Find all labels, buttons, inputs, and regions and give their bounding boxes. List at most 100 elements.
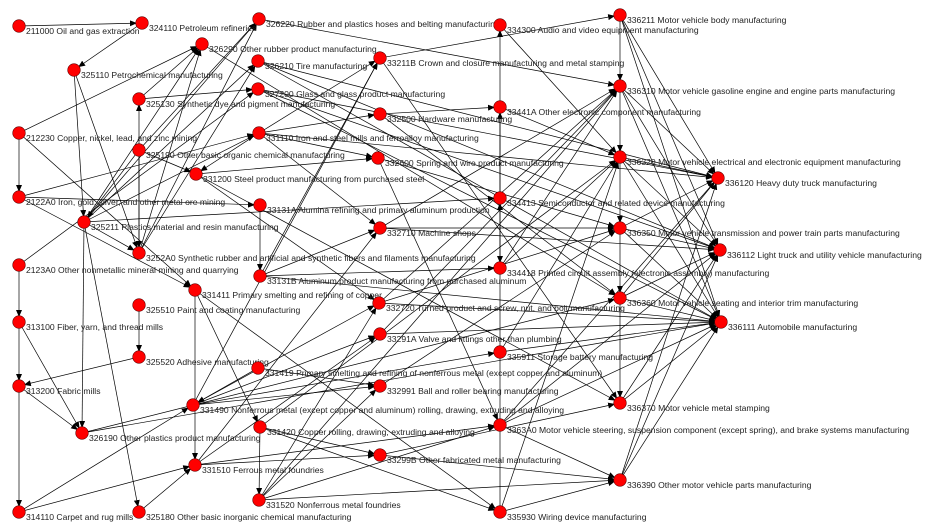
node-33211B[interactable]: 33211B Crown and closure manufacturing a… [373,51,625,68]
node-331490[interactable]: 331490 Nonferrous metal (except copper a… [186,398,565,415]
node-marker[interactable] [189,167,203,181]
node-marker[interactable] [373,107,387,121]
node-336112[interactable]: 336112 Light truck and utility vehicle m… [713,243,922,260]
node-334300[interactable]: 334300 Audio and video equipment manufac… [493,18,699,35]
node-marker[interactable] [132,350,146,364]
node-marker[interactable] [613,291,627,305]
node-marker[interactable] [12,379,26,393]
node-334413[interactable]: 334413 Semiconductor and related device … [493,191,725,208]
node-marker[interactable] [12,258,26,272]
node-325510[interactable]: 325510 Paint and coating manufacturing [132,298,301,315]
node-326220[interactable]: 326220 Rubber and plastics hoses and bel… [252,12,500,29]
node-331420[interactable]: 331420 Copper rolling, drawing, extrudin… [253,420,475,437]
node-332710[interactable]: 332710 Machine shops [373,221,476,238]
node-marker[interactable] [67,63,81,77]
node-313200[interactable]: 313200 Fabric mills [12,379,101,396]
node-marker[interactable] [613,79,627,93]
node-marker[interactable] [493,345,507,359]
node-327200[interactable]: 327200 Glass and glass product manufactu… [251,82,446,99]
node-marker[interactable] [135,16,149,30]
node-marker[interactable] [188,458,202,472]
node-325520[interactable]: 325520 Adhesive manufacturing [132,350,269,367]
node-marker[interactable] [253,269,267,283]
node-marker[interactable] [132,505,146,519]
node-marker[interactable] [493,191,507,205]
node-331411[interactable]: 331411 Primary smelting and refining of … [188,283,382,300]
node-marker[interactable] [253,420,267,434]
node-33441A[interactable]: 33441A Other electronic component manufa… [493,100,701,117]
node-marker[interactable] [613,8,627,22]
node-2122A0[interactable]: 2122A0 Iron, gold, silver, and other met… [12,190,226,207]
node-marker[interactable] [493,18,507,32]
node-marker[interactable] [371,151,385,165]
node-marker[interactable] [12,19,26,33]
node-marker[interactable] [186,398,200,412]
node-331110[interactable]: 331110 Iron and steel mills and ferroall… [252,126,479,143]
node-marker[interactable] [188,283,202,297]
node-marker[interactable] [77,215,91,229]
node-marker[interactable] [12,505,26,519]
node-314110[interactable]: 314110 Carpet and rug mills [12,505,134,522]
node-325110[interactable]: 325110 Petrochemical manufacturing [67,63,223,80]
node-335911[interactable]: 335911 Storage battery manufacturing [493,345,654,362]
node-marker[interactable] [75,426,89,440]
node-336310[interactable]: 336310 Motor vehicle gasoline engine and… [613,79,896,96]
node-marker[interactable] [132,246,146,260]
node-marker[interactable] [613,150,627,164]
node-332600[interactable]: 332600 Spring and wire product manufactu… [371,151,564,168]
node-336360[interactable]: 336360 Motor vehicle seating and interio… [613,291,859,308]
node-marker[interactable] [252,12,266,26]
node-336350[interactable]: 336350 Motor vehicle transmission and po… [613,221,900,238]
node-marker[interactable] [373,379,387,393]
node-331419[interactable]: 331419 Primary smelting and refining of … [251,361,603,378]
node-marker[interactable] [132,143,146,157]
node-336390[interactable]: 336390 Other motor vehicle parts manufac… [613,473,812,490]
node-marker[interactable] [251,54,265,68]
node-marker[interactable] [132,298,146,312]
node-336120[interactable]: 336120 Heavy duty truck manufacturing [711,171,877,188]
node-33291A[interactable]: 33291A Valve and fittings other than plu… [373,327,562,344]
node-marker[interactable] [253,198,267,212]
node-marker[interactable] [12,190,26,204]
node-marker[interactable] [713,243,727,257]
node-324110[interactable]: 324110 Petroleum refineries [135,16,257,33]
node-212230[interactable]: 212230 Copper, nickel, lead, and zinc mi… [12,126,198,143]
node-33131B[interactable]: 33131B Aluminum product manufacturing fr… [253,269,527,286]
node-marker[interactable] [373,221,387,235]
node-marker[interactable] [493,418,507,432]
node-marker[interactable] [195,37,209,51]
node-336370[interactable]: 336370 Motor vehicle metal stamping [613,396,770,413]
node-211000[interactable]: 211000 Oil and gas extraction [12,19,140,36]
node-33131A[interactable]: 33131A Alumina refining and primary alum… [253,198,490,215]
node-326190[interactable]: 326190 Other plastics product manufactur… [75,426,261,443]
node-marker[interactable] [373,51,387,65]
node-3252A0[interactable]: 3252A0 Synthetic rubber and artificial a… [132,246,476,263]
node-marker[interactable] [252,126,266,140]
node-313100[interactable]: 313100 Fiber, yarn, and thread mills [12,315,163,332]
node-marker[interactable] [251,82,265,96]
node-335930[interactable]: 335930 Wiring device manufacturing [493,505,647,522]
node-marker[interactable] [252,493,266,507]
node-331520[interactable]: 331520 Nonferrous metal foundries [252,493,401,510]
node-marker[interactable] [711,171,725,185]
node-marker[interactable] [373,448,387,462]
node-marker[interactable] [493,505,507,519]
node-326290[interactable]: 326290 Other rubber product manufacturin… [195,37,377,54]
node-marker[interactable] [12,315,26,329]
node-332991[interactable]: 332991 Ball and roller bearing manufactu… [373,379,559,396]
node-325211[interactable]: 325211 Plastics material and resin manuf… [77,215,279,232]
node-336211[interactable]: 336211 Motor vehicle body manufacturing [613,8,787,25]
node-336111[interactable]: 336111 Automobile manufacturing [714,315,858,332]
node-3363A0[interactable]: 3363A0 Motor vehicle steering, suspensio… [493,418,910,435]
node-marker[interactable] [251,361,265,375]
node-326210[interactable]: 326210 Tire manufacturing [251,54,368,71]
node-332720[interactable]: 332720 Turned product and screw, nut, an… [372,296,625,313]
node-marker[interactable] [493,261,507,275]
node-marker[interactable] [132,92,146,106]
node-marker[interactable] [613,473,627,487]
node-marker[interactable] [493,100,507,114]
node-2123A0[interactable]: 2123A0 Other nonmetallic mineral mining … [12,258,239,275]
node-331510[interactable]: 331510 Ferrous metal foundries [188,458,324,475]
node-331200[interactable]: 331200 Steel product manufacturing from … [189,167,425,184]
node-334418[interactable]: 334418 Printed circuit assembly (electro… [493,261,770,278]
